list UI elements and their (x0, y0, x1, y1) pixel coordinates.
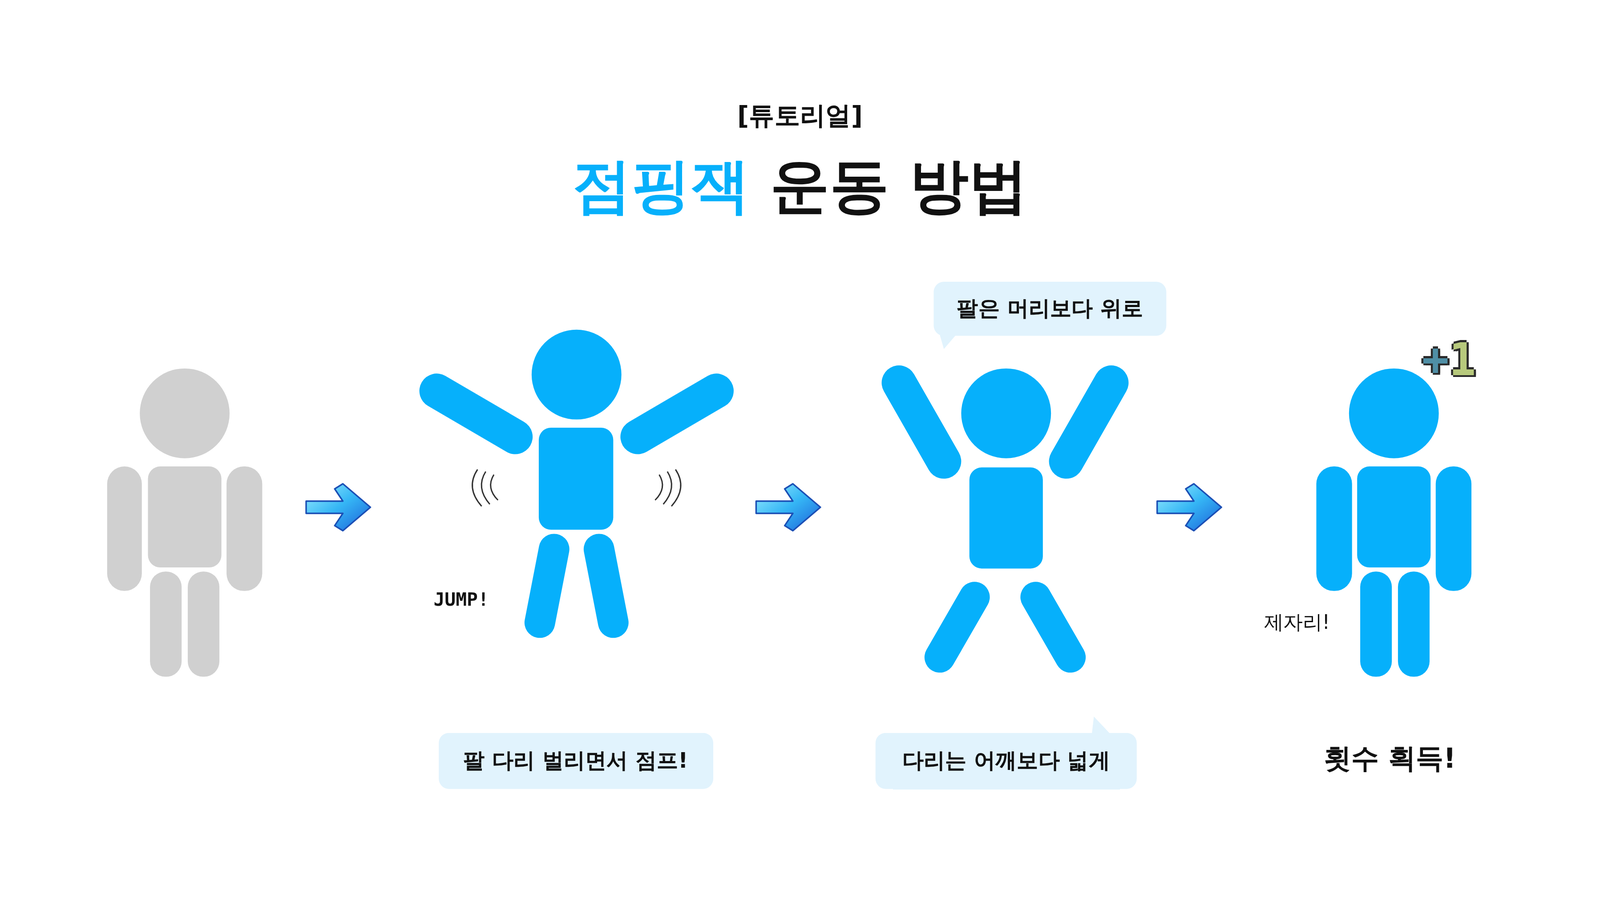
bubble-text: 팔 다리 벌리면서 점프! (438, 745, 713, 775)
plus-one-badge: +1 (1422, 333, 1477, 386)
standing-figure (107, 368, 263, 677)
in-place-note: 제자리! (1264, 609, 1330, 636)
speech-bubble: 팔 다리 벌리면서 점프! (438, 731, 713, 788)
step-arrow (306, 483, 1222, 531)
jump-text: JUMP! (433, 588, 489, 610)
speech-bubble: 다리는 어깨보다 넓게 (875, 731, 1137, 788)
spread-figure (898, 368, 1112, 658)
count-note: 횟수 획득! (1323, 739, 1456, 777)
bubble-text: 다리는 어깨보다 넓게 (875, 745, 1137, 775)
speech-bubble: 팔은 머리보다 위로 (933, 281, 1167, 336)
bubble-text: 팔은 머리보다 위로 (933, 293, 1167, 323)
subtitle: [튜토리얼] (737, 98, 863, 133)
finish-figure (1316, 368, 1472, 677)
bubble-tail (1091, 715, 1117, 735)
jumping-figure (436, 329, 717, 623)
title: 점핑잭 운동 방법 (572, 146, 1028, 227)
bubble-tail (939, 334, 965, 353)
